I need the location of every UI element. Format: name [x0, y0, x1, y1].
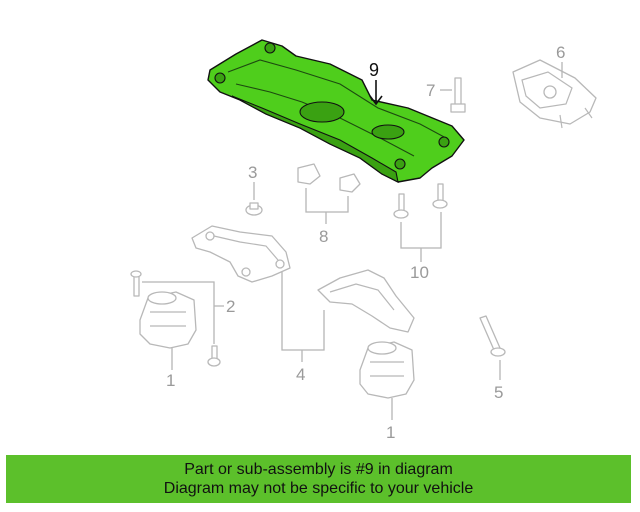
- part-7-bolt: [450, 77, 466, 113]
- part-4-bracket: [317, 269, 415, 333]
- part-2-bolts: [130, 270, 221, 367]
- part-6-mount: [512, 59, 597, 129]
- part-3-nut: [245, 202, 263, 216]
- leader-4: [281, 272, 325, 362]
- callout-2: 2: [226, 297, 235, 316]
- part-9-crossmember: [207, 39, 465, 183]
- part-2-bracket: [191, 225, 291, 283]
- part-8-bushings: [297, 163, 361, 193]
- parts-diagram: 6 7 9 3 8 10: [130, 39, 597, 442]
- callout-5: 5: [494, 383, 503, 402]
- part-5-bolt: [479, 315, 506, 357]
- leader-10: [400, 212, 442, 262]
- banner-line-2: Diagram may not be specific to your vehi…: [163, 480, 474, 497]
- banner-line-1: Part or sub-assembly is #9 in diagram: [184, 461, 453, 478]
- info-banner: Part or sub-assembly is #9 in diagram Di…: [6, 455, 631, 503]
- callout-10: 10: [410, 263, 429, 282]
- callout-1b: 1: [386, 423, 395, 442]
- callout-4: 4: [296, 365, 305, 384]
- part-1-mount-left: [139, 291, 197, 349]
- leader-8: [305, 188, 349, 224]
- callout-1a: 1: [166, 371, 175, 390]
- part-10-bolts: [393, 183, 448, 219]
- callout-8: 8: [319, 227, 328, 246]
- leader-2: [142, 281, 224, 344]
- callout-3: 3: [248, 163, 257, 182]
- callout-9: 9: [369, 60, 379, 80]
- callout-6: 6: [556, 43, 565, 62]
- leader-9-arrow: [369, 95, 383, 106]
- part-1-mount-right: [359, 341, 415, 399]
- callout-7: 7: [426, 81, 435, 100]
